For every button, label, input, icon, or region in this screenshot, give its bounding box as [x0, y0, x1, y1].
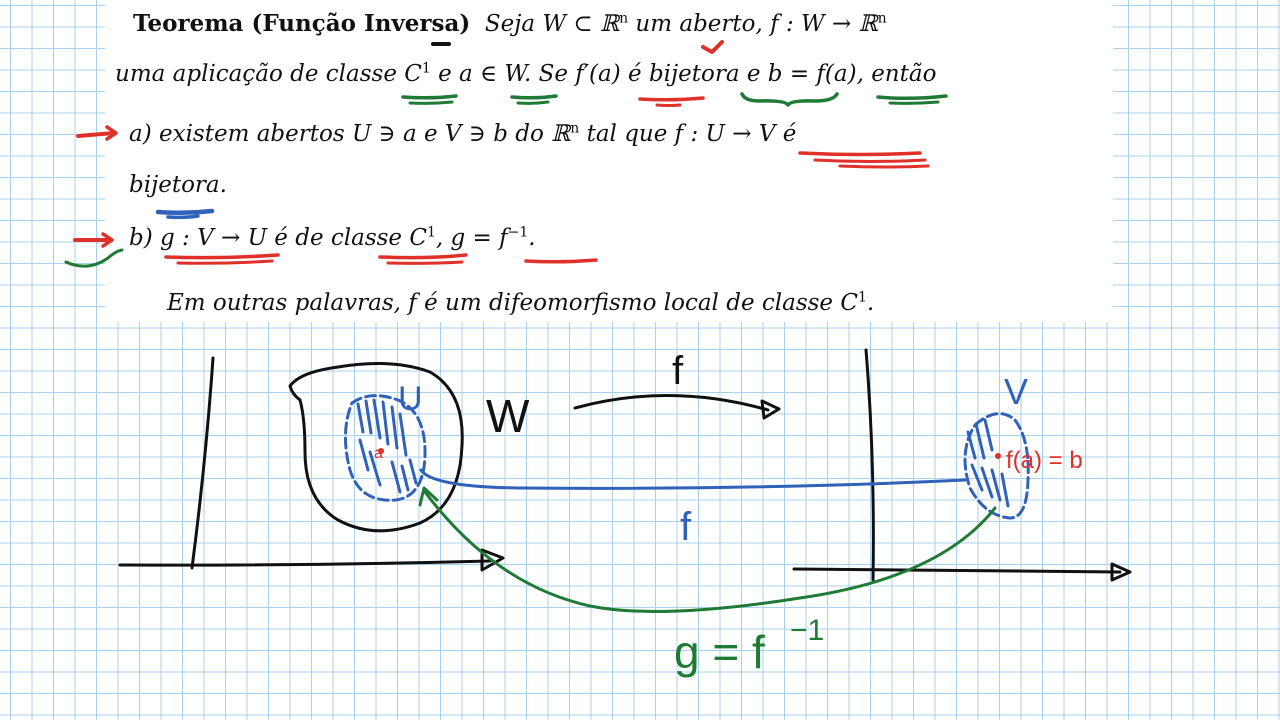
- label-g-exponent: −1: [790, 614, 824, 647]
- exponent-n: n: [570, 120, 580, 137]
- right-y-axis: [864, 348, 875, 582]
- item-a-text-2: tal que f : U → V é: [579, 121, 797, 147]
- item-a-text-1: a) existem abertos U ∋ a e V ∋ b do ℝ: [129, 121, 571, 147]
- left-x-axis-arrowhead: [480, 548, 505, 572]
- diagram-labels: U W V a f f f(a) = b g = f −1: [374, 349, 1083, 678]
- left-x-axis: [118, 559, 492, 567]
- theorem-page: Teorema (Função Inversa) Seja W ⊂ ℝn um …: [105, 0, 1113, 322]
- left-y-axis: [190, 356, 215, 570]
- green-map-g-curve: [423, 490, 997, 613]
- right-x-axis-arrowhead: [1110, 562, 1132, 582]
- theorem-line-1: Teorema (Função Inversa) Seja W ⊂ ℝn um …: [133, 10, 887, 37]
- label-V: V: [1004, 371, 1028, 412]
- remark-text: Em outras palavras, f é um difeomorfismo…: [167, 290, 858, 316]
- exponent-1: 1: [857, 289, 867, 306]
- theorem-text-1b: um aberto, f : W → ℝ: [628, 11, 878, 37]
- exponent-1: 1: [421, 60, 431, 77]
- item-a-line-2: bijetora.: [129, 172, 227, 198]
- point-a: [378, 448, 384, 454]
- blue-map-f-curve: [419, 468, 967, 490]
- set-V-outline: [963, 412, 1030, 520]
- label-g-equals-f: g = f: [674, 626, 765, 678]
- theorem-text-2b: e a ∈ W. Se f′(a) é bijetora e b = f(a),…: [430, 61, 937, 87]
- item-b-line: b) g : V → U é de classe C1, g = f−1.: [129, 225, 536, 251]
- exponent-1: 1: [426, 224, 436, 241]
- label-a: a: [374, 445, 383, 462]
- item-b-text-2: , g = f: [435, 225, 508, 251]
- item-a-line: a) existem abertos U ∋ a e V ∋ b do ℝn t…: [129, 121, 796, 147]
- theorem-text-1a: Seja W ⊂ ℝ: [484, 11, 620, 37]
- set-U-hatching: [356, 398, 418, 494]
- remark-line: Em outras palavras, f é um difeomorfismo…: [167, 290, 874, 316]
- set-U-outline: [343, 394, 427, 502]
- set-W-outline: [288, 361, 464, 533]
- item-b-text-3: .: [528, 225, 536, 251]
- top-arrow-f: [573, 393, 770, 412]
- exponent-n: n: [619, 10, 629, 27]
- label-fa-equals-b: f(a) = b: [1006, 447, 1083, 474]
- label-f-top: f: [672, 349, 684, 393]
- diagram: [118, 348, 1132, 613]
- exponent-n: n: [877, 10, 887, 27]
- item-a-text-3: bijetora.: [129, 172, 227, 198]
- top-arrow-f-head: [760, 399, 781, 420]
- label-f-middle: f: [680, 505, 692, 549]
- set-V-hatching: [966, 418, 1010, 508]
- item-b-text-1: b) g : V → U é de classe C: [129, 225, 427, 251]
- theorem-heading: Teorema (Função Inversa): [133, 10, 471, 37]
- label-W: W: [486, 390, 530, 442]
- theorem-line-2: uma aplicação de classe C1 e a ∈ W. Se f…: [115, 61, 936, 87]
- exponent-inverse: −1: [507, 224, 529, 241]
- remark-end: .: [866, 290, 875, 316]
- theorem-text-2a: uma aplicação de classe C: [115, 61, 422, 87]
- point-fa: [995, 453, 1001, 459]
- right-x-axis: [792, 567, 1122, 574]
- green-map-g-arrowhead: [418, 486, 439, 507]
- label-U: U: [398, 380, 423, 418]
